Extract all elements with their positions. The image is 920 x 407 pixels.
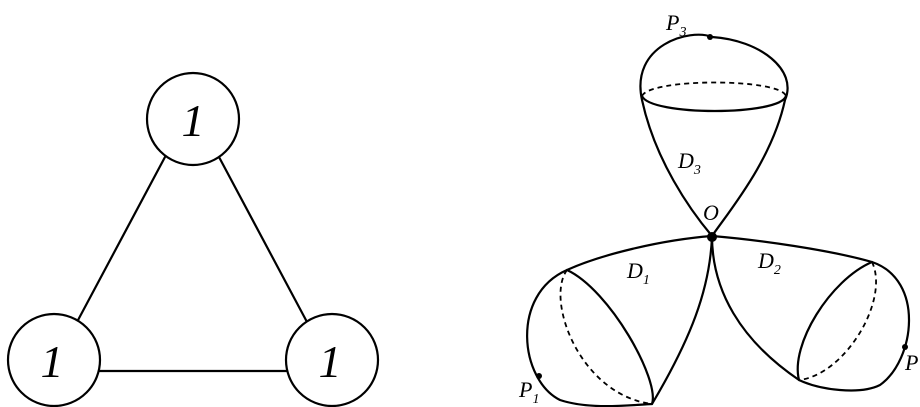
point-P3-marker	[707, 34, 713, 40]
disk-left-outline	[526, 234, 714, 407]
disk-top-rim-back	[641, 81, 787, 97]
triangle-graph: 1 1 1	[6, 71, 380, 407]
disk-right-rim-back	[798, 261, 877, 381]
disk-label-D3: D3	[677, 148, 701, 178]
graph-node-bottom-right	[284, 312, 380, 407]
graph-node-top-label: 1	[182, 95, 205, 146]
point-P1-marker	[536, 373, 542, 379]
edge-top-bottom-left	[75, 155, 167, 324]
point-label-P1: P1	[518, 377, 539, 407]
graph-node-bottom-left-label: 1	[41, 336, 64, 387]
point-O-marker	[707, 232, 717, 242]
disk-top-rim-front	[640, 94, 788, 113]
disk-left-rim-back	[559, 269, 653, 405]
disk-right-rim-front	[796, 260, 874, 382]
disk-label-D2: D2	[757, 248, 781, 278]
graph-node-bottom-right-label: 1	[319, 336, 342, 387]
graph-node-bottom-left	[6, 312, 102, 407]
disk-left-rim-front	[565, 268, 654, 406]
point-label-P2: P	[904, 350, 918, 375]
point-P2-marker	[902, 344, 908, 350]
disk-label-D1: D1	[626, 258, 650, 288]
disk-right-outline	[710, 234, 911, 392]
point-label-P3: P3	[665, 10, 686, 40]
surface-diagram: O P3 P1 P D3 D1 D2	[518, 10, 918, 407]
edge-top-bottom-right	[217, 155, 309, 324]
graph-node-top	[145, 71, 241, 167]
center-label-O: O	[703, 200, 719, 225]
